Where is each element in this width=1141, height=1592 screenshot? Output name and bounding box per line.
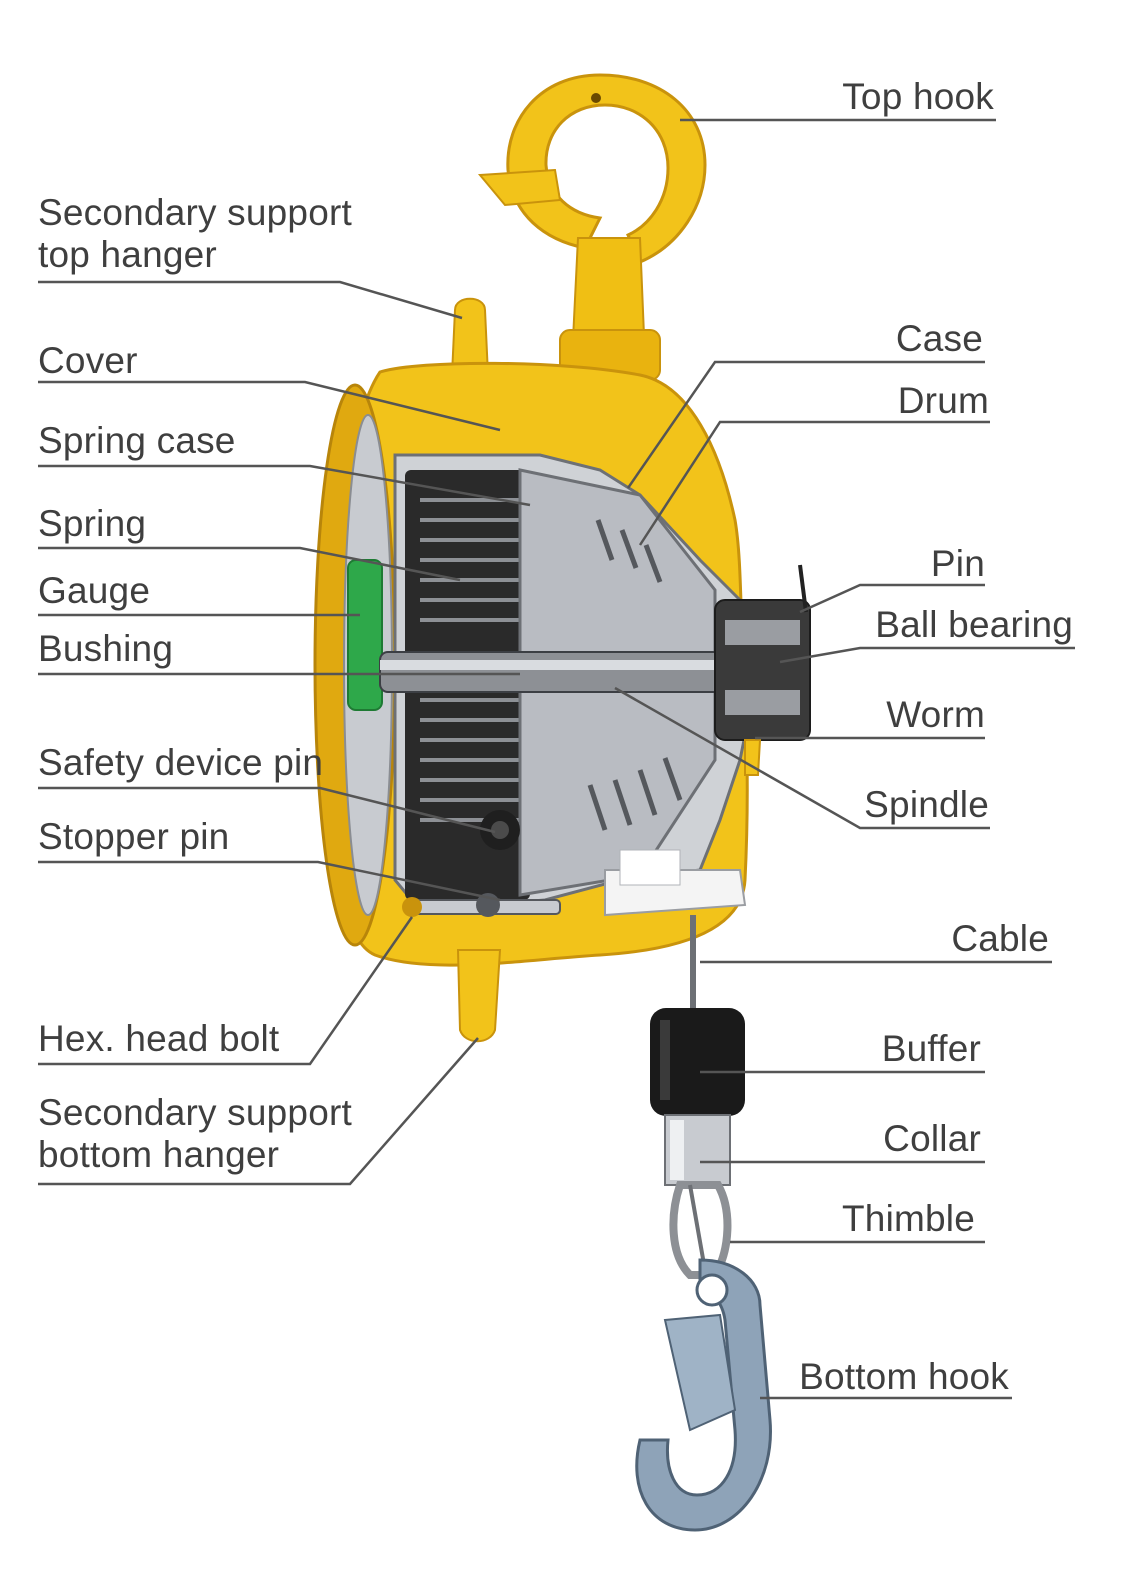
label-bushing: Bushing (38, 628, 174, 669)
label-buffer: Buffer (881, 1028, 981, 1069)
leader-lines-left (38, 280, 531, 1186)
label-cover: Cover (38, 340, 138, 381)
label-drum: Drum (897, 380, 989, 421)
label-line: bottom hanger (38, 1134, 280, 1175)
label-stopper-pin: Stopper pin (38, 816, 230, 857)
label-safety-device-pin: Safety device pin (38, 742, 324, 783)
label-case: Case (895, 318, 983, 359)
label-secondary-support-top-hanger: Secondary support top hanger (38, 192, 352, 276)
label-collar: Collar (883, 1118, 981, 1159)
bottom-hook (635, 1258, 772, 1532)
label-hex-head-bolt: Hex. head bolt (38, 1018, 280, 1059)
leader-lines-right (614, 118, 1075, 1400)
label-top-hook: Top hook (842, 76, 994, 117)
label-thimble: Thimble (842, 1198, 975, 1239)
label-spindle: Spindle (864, 784, 989, 825)
label-cable: Cable (951, 918, 1049, 959)
label-gauge: Gauge (38, 570, 151, 611)
label-bottom-hook: Bottom hook (799, 1356, 1009, 1397)
label-ball-bearing: Ball bearing (875, 604, 1073, 645)
label-secondary-support-bottom-hanger: Secondary support bottom hanger (38, 1092, 352, 1176)
worm-gear-teeth (587, 519, 683, 831)
cable-assembly (650, 915, 745, 1279)
label-line: Secondary support (38, 1092, 352, 1133)
label-line: top hanger (38, 234, 217, 275)
label-worm: Worm (886, 694, 985, 735)
balancer-body (313, 361, 811, 1043)
label-spring-case: Spring case (38, 420, 236, 461)
top-hook (477, 73, 707, 381)
label-spring: Spring (38, 503, 147, 544)
label-pin: Pin (930, 543, 985, 584)
label-line: Secondary support (38, 192, 352, 233)
